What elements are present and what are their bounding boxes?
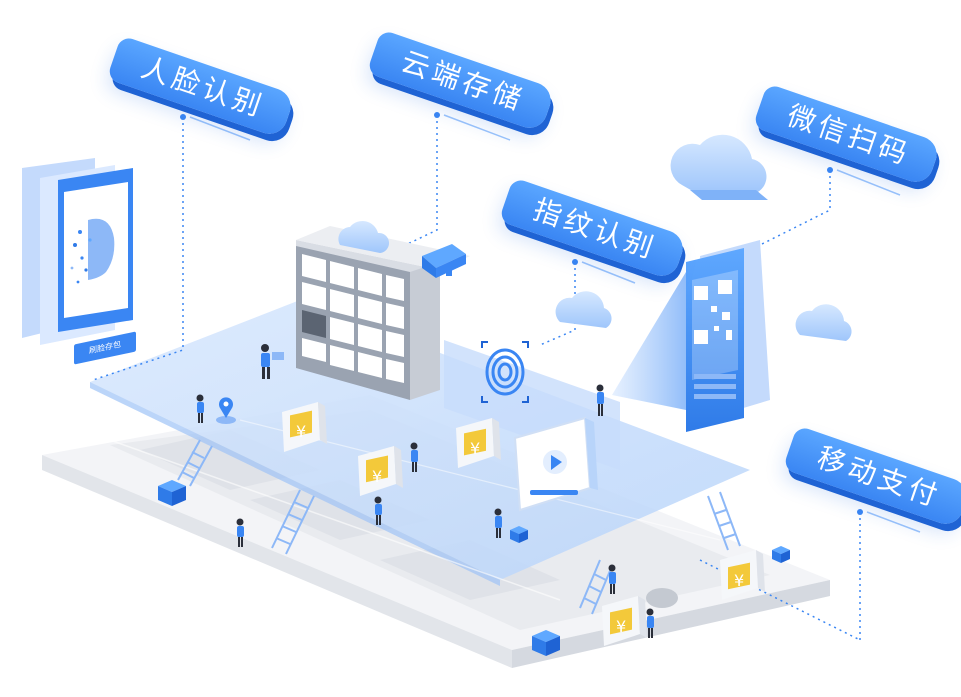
- cloud-icon-storage: [338, 220, 390, 253]
- connector-lines: [92, 115, 861, 641]
- face-kiosk: [22, 158, 133, 345]
- yuan-box-4: ¥: [720, 550, 765, 600]
- location-pin-icon: [216, 397, 236, 424]
- floor-spot: [646, 588, 678, 608]
- svg-text:¥: ¥: [296, 422, 306, 441]
- blue-cube-2: [532, 630, 560, 656]
- qr-code-icon: [694, 280, 732, 344]
- person-6: [494, 508, 502, 538]
- fingerprint-icon: [481, 341, 529, 403]
- svg-text:¥: ¥: [470, 439, 480, 458]
- people: [196, 344, 654, 638]
- cloud-icon-fingerprint: [555, 291, 612, 328]
- connector-dots: [180, 112, 863, 515]
- locker-doors: [302, 254, 404, 383]
- yuan-boxes: ¥ ¥ ¥ ¥ ¥: [282, 402, 765, 646]
- face-scan-icon: [70, 218, 115, 284]
- cloud-icon-large: [670, 134, 768, 200]
- stair-3: [579, 559, 613, 615]
- person-8: [608, 564, 616, 594]
- blue-cubes: [158, 480, 790, 656]
- camera-icon: [422, 244, 466, 278]
- qr-panel: [686, 240, 770, 432]
- svg-text:¥: ¥: [372, 467, 382, 486]
- person-2: [196, 394, 204, 423]
- svg-text:¥: ¥: [616, 617, 626, 636]
- person-1: [261, 344, 284, 379]
- stair-4: [707, 491, 741, 551]
- person-7: [596, 384, 604, 416]
- svg-text:¥: ¥: [734, 571, 744, 590]
- cloud-icon-right: [795, 304, 852, 341]
- person-4: [374, 496, 382, 525]
- stair-1: [177, 439, 213, 487]
- yuan-box-3: ¥: [456, 418, 501, 468]
- blue-cube-1: [158, 480, 186, 506]
- person-5: [236, 518, 244, 547]
- video-screen: [513, 416, 598, 512]
- person-3: [410, 442, 418, 472]
- qr-scan-beam: [612, 272, 686, 410]
- yuan-box-1: ¥: [282, 402, 327, 452]
- stairs: [177, 439, 741, 615]
- play-icon: [551, 455, 562, 470]
- blue-cube-3: [772, 546, 790, 563]
- stair-2: [271, 489, 315, 555]
- blue-cube-4: [510, 526, 528, 543]
- connector-underlines: [189, 114, 921, 533]
- person-9: [646, 608, 654, 638]
- yuan-box-2: ¥: [358, 446, 403, 496]
- yuan-box-5: ¥: [602, 596, 647, 646]
